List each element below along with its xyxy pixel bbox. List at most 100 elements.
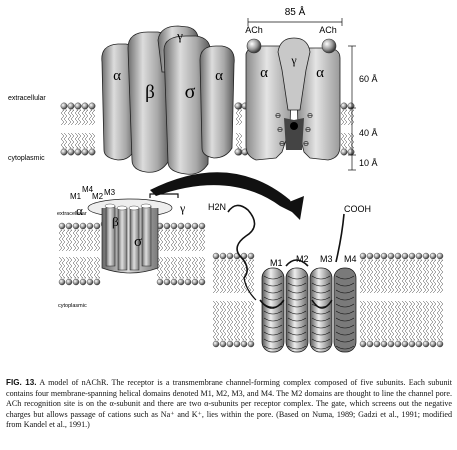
lipid-tail (238, 132, 243, 149)
lipid-tail (250, 300, 255, 341)
lipid-head (156, 278, 164, 286)
lipid-tail (63, 109, 68, 126)
lipid-tail (243, 300, 248, 341)
lipid-tail (362, 259, 367, 294)
lipid-tail (184, 229, 189, 252)
lipid-tail (373, 259, 378, 294)
lipid-tail (383, 259, 388, 294)
lipid-head (347, 148, 355, 156)
curved-arrow (150, 172, 296, 214)
lipid-tail (359, 259, 364, 294)
bl-label-gamma: γ (179, 201, 186, 215)
lipid-head (436, 340, 444, 348)
lipid-tail (247, 300, 252, 341)
lipid-tail (177, 229, 182, 252)
channel-cross-section: ACh ACh α γ α ⊖ ⊖ ⊖ ⊖ ⊖ ⊖ (245, 25, 341, 161)
lipid-tail (156, 256, 161, 279)
lipid-head (387, 252, 395, 260)
charge: ⊖ (305, 125, 312, 134)
ach-right-ligand (321, 38, 337, 54)
lipid-tail (387, 259, 392, 294)
label-sigma: σ (185, 81, 196, 103)
lipid-tail (84, 132, 89, 149)
label-alpha-right: α (215, 68, 223, 84)
lipid-tail (243, 259, 248, 294)
lipid-tail (68, 229, 73, 252)
lipid-head (79, 278, 87, 286)
lipid-tail (436, 300, 441, 341)
lipid-tail (89, 256, 94, 279)
lipid-head (184, 278, 192, 286)
lipid-tail (61, 229, 66, 252)
lipid-head (359, 340, 367, 348)
lipid-tail (376, 259, 381, 294)
lipid-tail (194, 256, 199, 279)
lipid-tail (163, 229, 168, 252)
lipid-tail (75, 256, 80, 279)
lipid-head (198, 278, 206, 286)
lipid-tail (72, 256, 77, 279)
lipid-tail (65, 229, 70, 252)
lipid-tail (70, 132, 75, 149)
lipid-head (415, 340, 423, 348)
figure-caption: FIG. 13. A model of nAChR. The receptor … (6, 378, 452, 431)
lipid-tail (422, 300, 427, 341)
gate (290, 122, 298, 130)
lipid-tail (394, 259, 399, 294)
label-ach-left: ACh (245, 25, 263, 35)
lipid-head (74, 102, 82, 110)
lipid-tail (343, 109, 348, 126)
lipid-head (184, 222, 192, 230)
lipid-tail (359, 300, 364, 341)
lipid-head (429, 252, 437, 260)
lipid-head (74, 148, 82, 156)
lipid-tail (362, 300, 367, 341)
lipid-head (58, 278, 66, 286)
lipid-tail (198, 229, 203, 252)
top-membrane (60, 102, 355, 156)
lipid-tail (96, 256, 101, 279)
helix-topology (212, 204, 444, 353)
n-terminal-loop (227, 204, 256, 279)
lipid-tail (88, 132, 93, 149)
lipid-tail (425, 259, 430, 294)
lipid-tail (89, 229, 94, 252)
lipid-head (429, 340, 437, 348)
lipid-tail (219, 259, 224, 294)
lipid-head (81, 148, 89, 156)
lipid-head (81, 102, 89, 110)
lipid-tail (226, 300, 231, 341)
lipid-tail (235, 132, 240, 149)
lipid-tail (173, 256, 178, 279)
section-gamma (277, 37, 311, 111)
lipid-tail (67, 109, 72, 126)
lipid-tail (86, 256, 91, 279)
label-60-angstrom: 60 Å (359, 74, 378, 84)
lipid-head (72, 222, 80, 230)
lipid-head (86, 222, 94, 230)
lipid-tails (60, 109, 355, 149)
label-gamma: γ (176, 28, 183, 43)
lipid-tail (93, 229, 98, 252)
lipid-tail (436, 259, 441, 294)
label-helix-m1: M1 (270, 258, 283, 268)
lipid-tail (401, 300, 406, 341)
lipid-tail (235, 109, 240, 126)
lipid-head (401, 252, 409, 260)
lipid-head (93, 278, 101, 286)
figure-number: FIG. 13. (6, 378, 37, 387)
subunit-alpha-right (199, 45, 235, 159)
lipid-tail (58, 256, 63, 279)
label-alpha-left: α (113, 68, 121, 84)
lipid-tail (439, 300, 444, 341)
lipid-tail (439, 259, 444, 294)
lipid-tail (159, 256, 164, 279)
lipid-tail (91, 132, 96, 149)
lipid-tail (173, 229, 178, 252)
channel-side-view: α β γ σ α (101, 25, 235, 175)
dimension-85 (247, 18, 343, 26)
lipid-head (373, 340, 381, 348)
lipid-tail (79, 256, 84, 279)
label-ach-right: ACh (319, 25, 337, 35)
lipid-head (240, 340, 248, 348)
